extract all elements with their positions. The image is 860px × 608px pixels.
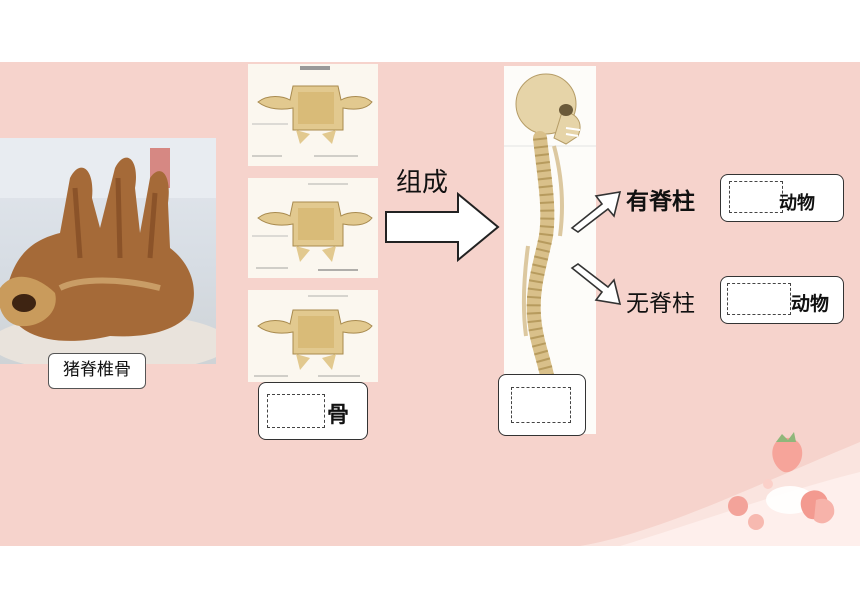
spine-blank[interactable] bbox=[511, 387, 571, 423]
vertebra-diagram-middle bbox=[248, 178, 378, 278]
invertebrate-blank[interactable] bbox=[727, 283, 791, 315]
invertebrate-prefix: 无脊柱 bbox=[626, 291, 695, 317]
vertebrate-blank[interactable] bbox=[729, 181, 783, 213]
human-spine-diagram bbox=[504, 66, 596, 434]
pig-vertebra-caption: 猪脊椎骨 bbox=[48, 353, 146, 389]
vertebra-diagram-top bbox=[248, 64, 378, 166]
pig-vertebra-photo bbox=[0, 138, 216, 364]
invertebrate-answer-box: 动物 bbox=[720, 276, 844, 324]
vertebrate-suffix: 动物 bbox=[779, 193, 815, 214]
arrow-up-right-icon bbox=[570, 191, 622, 233]
slide-canvas: 猪脊椎骨 bbox=[0, 62, 860, 546]
vertebrate-answer-box: 动物 bbox=[720, 174, 844, 222]
invertebrate-suffix: 动物 bbox=[791, 293, 830, 315]
arrow-down-right-icon bbox=[570, 263, 622, 305]
vertebra-answer-box: 骨 bbox=[258, 382, 368, 440]
strawberry-decoration bbox=[580, 432, 860, 546]
vertebra-suffix: 骨 bbox=[327, 403, 350, 428]
compose-label: 组成 bbox=[396, 168, 449, 198]
vertebra-blank[interactable] bbox=[267, 394, 325, 428]
compose-arrow-icon bbox=[385, 192, 500, 262]
spine-answer-box bbox=[498, 374, 586, 436]
vertebrate-prefix: 有脊柱 bbox=[626, 189, 695, 215]
strawberry-icon bbox=[772, 432, 803, 473]
pig-vertebra-image bbox=[0, 138, 216, 364]
vertebra-diagram-bottom bbox=[248, 290, 378, 382]
